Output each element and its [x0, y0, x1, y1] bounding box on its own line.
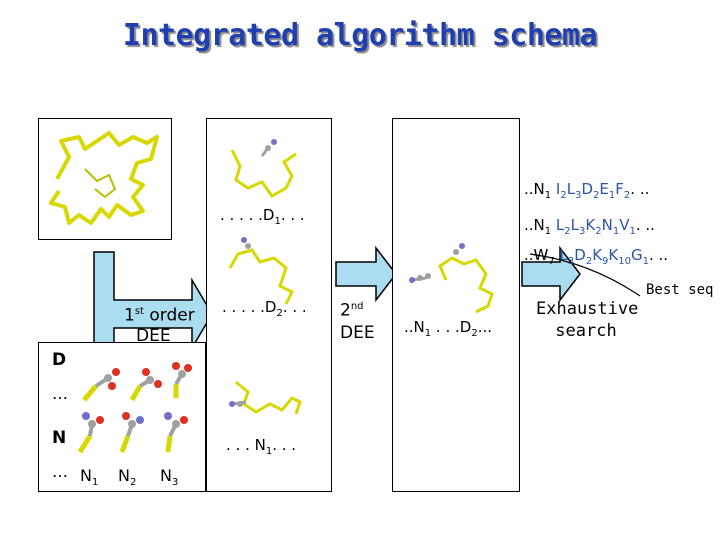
rotamer-label-n3: N3	[160, 466, 179, 489]
n-rotamer-1	[77, 412, 104, 454]
dots-label-2: …	[52, 462, 68, 481]
n-label: N	[52, 428, 67, 448]
first-order-result-panel	[206, 118, 332, 492]
n-rotamer-3	[164, 412, 188, 453]
middle-item-d2: . . . . .D2. . .	[222, 298, 307, 319]
backbone-panel	[38, 118, 172, 240]
rotamer-label-n2: N2	[118, 466, 137, 489]
page-title: Integrated algorithm schema	[122, 18, 598, 53]
first-order-label: 1st order DEE	[124, 305, 195, 346]
protein-backbone-image	[49, 131, 159, 225]
dots-label-1: …	[52, 384, 68, 403]
rotamer-label-n1: N1	[80, 466, 99, 489]
sequence-3: ..W7 L3D2K9K10G1. ..	[524, 246, 669, 267]
second-order-label: 2nd DEE	[340, 300, 375, 343]
third-panel-label: ..N1 . . .D2...	[404, 318, 492, 339]
sequence-2: ..N1 L2L3K2N1V1. ..	[524, 216, 655, 237]
d-label: D	[52, 350, 67, 370]
middle-item-n1: . . . N1. . .	[226, 436, 297, 457]
sequence-1: ..N1 I2L3D2E1F2. ..	[524, 180, 650, 201]
best-seq-label: Best seq	[646, 282, 714, 298]
middle-item-d1: . . . . .D1. . .	[220, 206, 305, 227]
second-order-result-panel	[392, 118, 520, 492]
n-rotamer-2	[119, 412, 144, 453]
d-rotamer-3	[172, 362, 192, 398]
d-rotamer-2	[129, 368, 162, 402]
d-rotamer-1	[82, 368, 120, 402]
